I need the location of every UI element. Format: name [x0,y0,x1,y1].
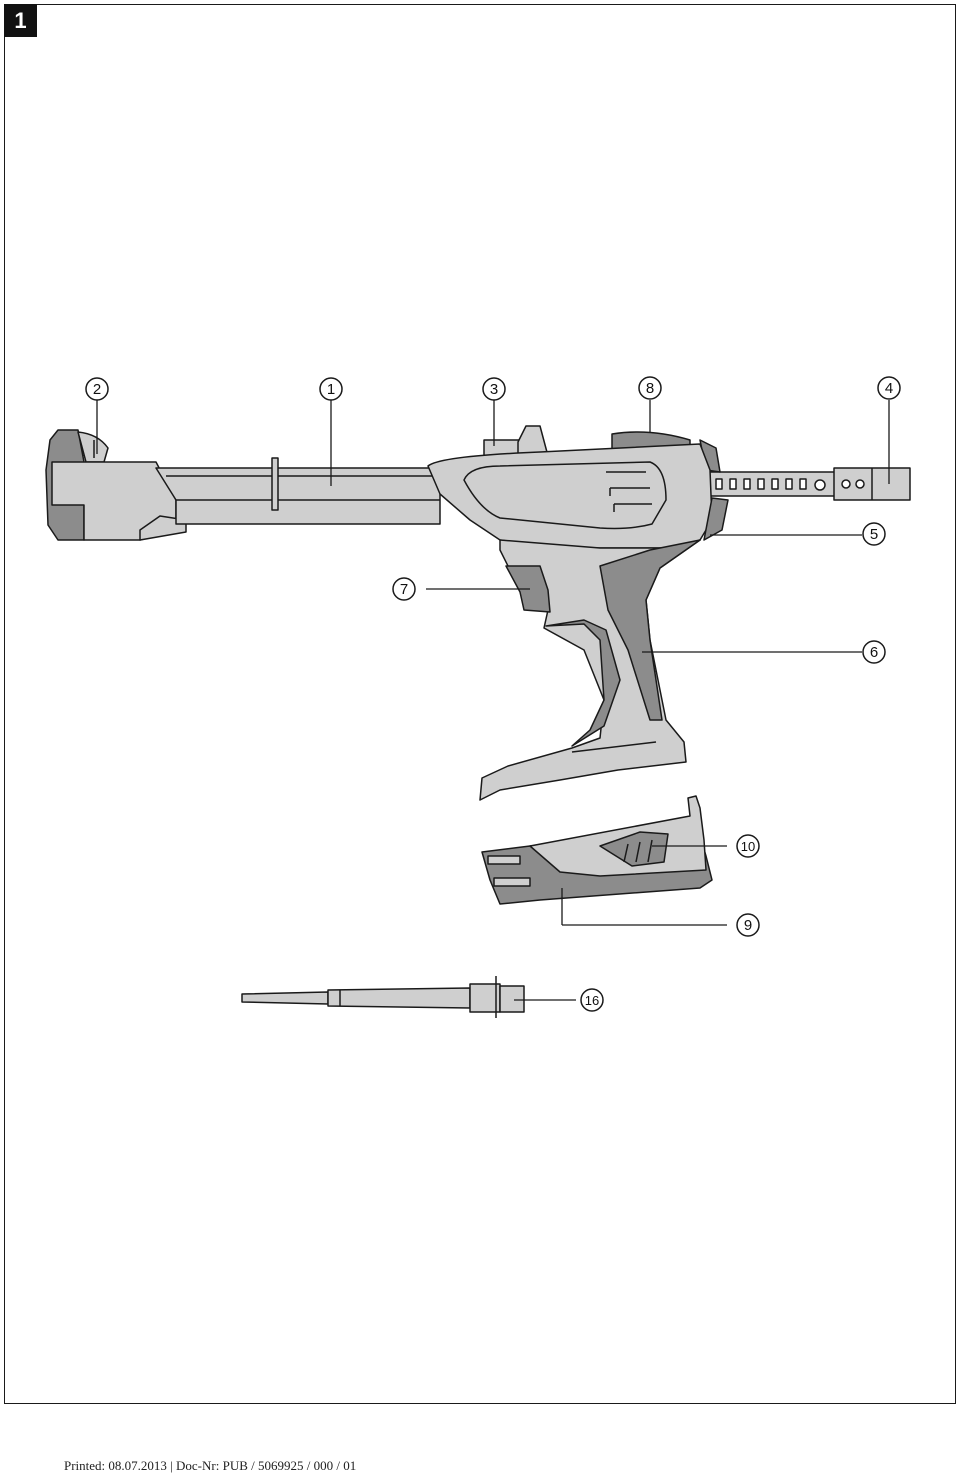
callout-6: 6 [862,640,886,664]
callout-16-label: 16 [585,993,599,1008]
callout-4-label: 4 [885,380,893,397]
callout-9-label: 9 [744,917,752,934]
print-footer: Printed: 08.07.2013 | Doc-Nr: PUB / 5069… [64,1458,357,1473]
battery-pack [481,795,713,905]
callout-7: 7 [392,577,416,601]
plunger-rod [699,467,911,501]
callout-3-label: 3 [490,381,498,398]
callout-6-label: 6 [870,644,878,661]
callout-8-label: 8 [646,380,654,397]
callout-3: 3 [482,377,506,401]
handle-grip [479,539,701,801]
figure-number-badge: 1 [4,4,37,37]
callout-4: 4 [877,376,901,400]
leader-lines [96,400,890,1001]
callout-2: 2 [85,377,109,401]
callout-5-label: 5 [870,526,878,543]
main-housing [427,425,729,549]
callout-9: 9 [736,913,760,937]
page-frame [4,4,956,1404]
mixing-nozzle [241,976,525,1018]
callout-2-label: 2 [93,381,101,398]
callout-1: 1 [319,377,343,401]
callout-16: 16 [580,988,604,1012]
callout-1-label: 1 [327,381,335,398]
callout-5: 5 [862,522,886,546]
callout-10: 10 [736,834,760,858]
cartridge-rail [155,457,441,525]
cartridge-holder-front [45,429,187,541]
callout-7-label: 7 [400,581,408,598]
callout-10-label: 10 [741,839,755,854]
callout-8: 8 [638,376,662,400]
